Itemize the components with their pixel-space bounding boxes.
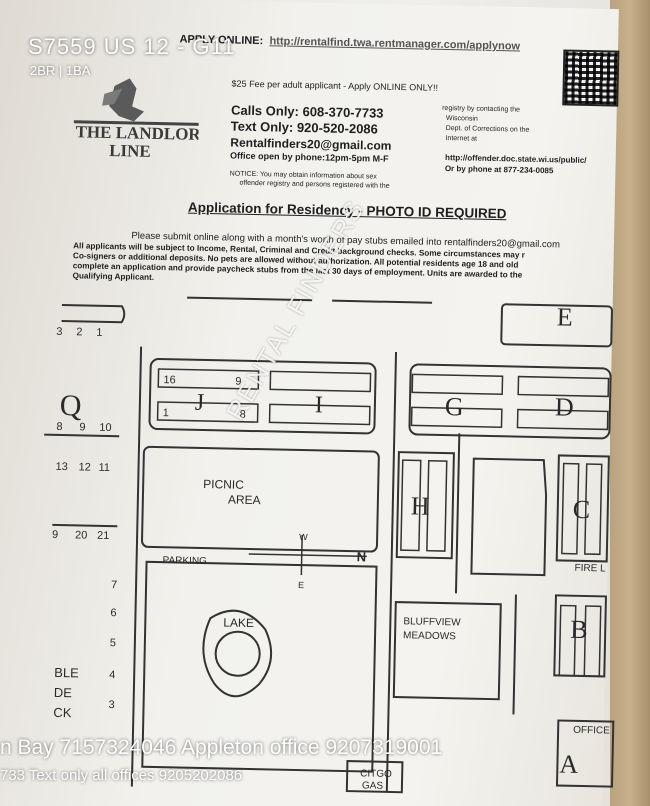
footer-overlay-line1: n Bay 7157324046 Appleton office 9207319… — [0, 736, 443, 759]
office-label: OFFICE — [573, 725, 610, 737]
left-num-8: 8 — [56, 421, 62, 433]
parking-label: PARKING — [162, 555, 207, 567]
building-q: Q — [59, 389, 82, 422]
registry-line4: Internet at — [445, 134, 478, 143]
footer-overlay-line2: 733 Text only all offices 9205202086 — [0, 767, 243, 784]
left-num-3b: 3 — [108, 699, 114, 711]
building-i: I — [315, 392, 324, 418]
left-num-1: 1 — [96, 327, 102, 339]
left-num-3: 3 — [56, 326, 62, 338]
building-h: H — [411, 491, 431, 520]
unit-8-j: 8 — [240, 409, 246, 421]
compass-east: E — [298, 580, 304, 590]
left-num-5: 5 — [110, 637, 116, 649]
listing-specs: 2BR | 1BA — [30, 63, 91, 78]
left-num-11: 11 — [98, 462, 110, 474]
unit-16-j: 16 — [163, 374, 175, 386]
logo-text-line2: LINE — [109, 141, 151, 161]
qr-code[interactable] — [562, 49, 620, 138]
left-num-9: 9 — [79, 421, 85, 433]
apply-url[interactable]: http://rentalfind.twa.rentmanager.com/ap… — [269, 35, 521, 53]
citgo-label: CITGO — [360, 768, 392, 780]
building-b: B — [570, 615, 588, 644]
text-line: Text Only: 920-520-2086 — [230, 118, 379, 137]
left-fragment-ble: BLE — [54, 665, 79, 681]
office-hours: Office open by phone:12pm-5pm M-F — [230, 150, 389, 164]
left-num-4: 4 — [109, 669, 115, 681]
bluffview-label: BLUFFVIEW — [403, 616, 461, 628]
left-num-9b: 9 — [52, 529, 58, 541]
lake-label: LAKE — [223, 615, 254, 630]
landlord-line-logo: THE LANDLORD LINE — [73, 78, 200, 161]
registry-phone: Or by phone at 877-234-0085 — [444, 163, 554, 176]
listing-address: S7559 US 12 - G11 — [28, 34, 236, 59]
left-fragment-ck: CK — [53, 705, 72, 720]
logo-text-line1: THE LANDLORD — [75, 122, 199, 144]
left-num-10: 10 — [99, 422, 111, 434]
building-a: A — [559, 750, 579, 779]
policy-line4: Qualifying Applicant. — [72, 271, 155, 282]
registry-url[interactable]: http://offender.doc.state.wi.us/public/ — [445, 152, 587, 165]
calls-text: Calls Only: 608-370-7733 — [230, 102, 384, 121]
site-map: Q J I G D E H C B A 16 9 1 8 PICNIC AREA… — [44, 296, 615, 794]
area-label: AREA — [228, 493, 261, 508]
building-c: C — [572, 495, 590, 524]
left-num-12: 12 — [78, 461, 90, 473]
registry-line1: registry by contacting the — [442, 104, 521, 114]
fire-lane-label: FIRE L — [574, 563, 606, 575]
left-num-6: 6 — [110, 607, 116, 619]
gas-label: GAS — [362, 780, 384, 791]
left-num-21: 21 — [97, 530, 109, 542]
building-j: J — [195, 390, 205, 416]
left-num-20: 20 — [75, 529, 87, 541]
building-d: D — [555, 392, 574, 421]
building-g: G — [445, 392, 464, 421]
registry-line3: Dept. of Corrections on the — [445, 124, 530, 134]
notice-line2: offender registry and persons registered… — [239, 179, 390, 190]
unit-9-j: 9 — [235, 376, 241, 388]
compass-north: N — [357, 549, 367, 564]
compass-west: W — [299, 532, 308, 542]
building-e: E — [556, 302, 572, 331]
unit-1-j: 1 — [163, 407, 169, 419]
registry-line2: Wisconsin — [445, 114, 478, 123]
meadows-label: MEADOWS — [403, 630, 456, 642]
left-num-7: 7 — [111, 579, 117, 591]
fee-text: $25 Fee per adult applicant - Apply ONLI… — [231, 78, 439, 93]
left-num-2: 2 — [76, 326, 82, 338]
left-fragment-de: DE — [54, 685, 73, 700]
picnic-label: PICNIC — [203, 477, 244, 492]
table-surface — [610, 0, 650, 806]
left-num-13: 13 — [55, 461, 67, 473]
